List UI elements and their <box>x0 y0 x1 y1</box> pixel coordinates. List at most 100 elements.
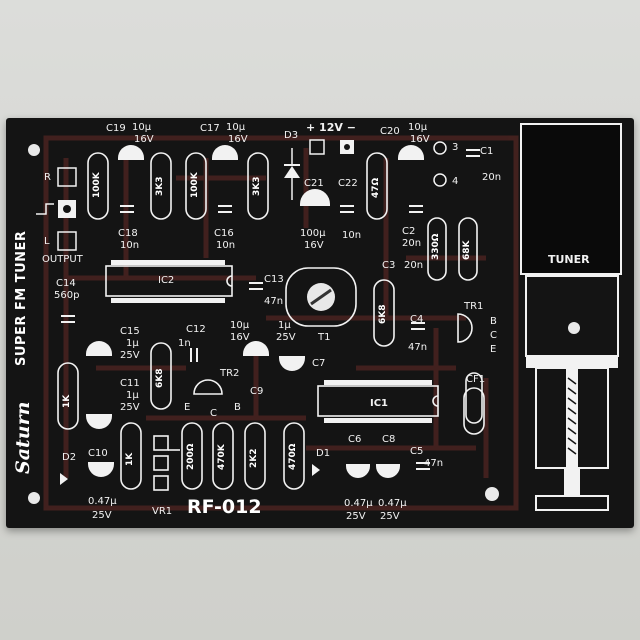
label-c17: C17 <box>200 123 220 134</box>
label-tr1: TR1 <box>464 301 484 312</box>
label-c1: C1 <box>480 146 494 157</box>
pads <box>36 139 447 251</box>
label-r2k2: 2K2 <box>249 448 259 469</box>
ic-outlines <box>105 265 439 417</box>
label-c3-value: 20n <box>404 260 424 271</box>
label-c19: C19 <box>106 123 126 134</box>
label-r68k: 68K <box>462 240 472 261</box>
label-c14-value: 560p <box>54 290 80 301</box>
board-title: SUPER FM TUNER <box>14 230 29 366</box>
label-out-l: L <box>44 236 50 247</box>
label-c11: C11 <box>120 378 140 389</box>
label-c14: C14 <box>56 278 76 289</box>
label-c6-value: 0.47µ <box>344 498 373 509</box>
label-c20: C20 <box>380 126 400 137</box>
leds <box>60 464 320 485</box>
label-c2-value: 20n <box>402 238 422 249</box>
label-tr2-c: C <box>210 408 217 419</box>
brand-logo: Saturn <box>12 401 34 474</box>
label-r200: 200Ω <box>186 443 196 470</box>
label-d1: D1 <box>316 448 331 459</box>
model-number: RF-012 <box>187 496 262 518</box>
label-r6k8-b: 6K8 <box>155 368 165 389</box>
pcb-artwork <box>28 123 622 511</box>
label-c6: C6 <box>348 434 362 445</box>
t1-coil <box>285 267 357 327</box>
label-c7-value: 1µ <box>278 320 291 331</box>
label-c13: C13 <box>264 274 284 285</box>
label-r100k-b: 100K <box>190 172 200 198</box>
label-tr2-e: E <box>184 402 191 413</box>
label-tr2: TR2 <box>220 368 240 379</box>
label-c21: C21 <box>304 178 324 189</box>
label-r1k-b: 1K <box>125 452 135 466</box>
label-c9-value: 10µ <box>230 320 250 331</box>
pcb-board: Saturn SUPER FM TUNER RF-012 C19 10µ 16V… <box>6 118 634 528</box>
label-c10-value: 0.47µ <box>88 496 117 507</box>
label-cf1: CF1 <box>466 374 486 385</box>
label-c15: C15 <box>120 326 140 337</box>
label-c8: C8 <box>382 434 396 445</box>
label-ic2: IC2 <box>158 275 175 286</box>
label-c9: C9 <box>250 386 264 397</box>
diode-d3 <box>284 148 300 200</box>
label-c17-value: 10µ <box>226 122 246 133</box>
ic-pins <box>111 260 432 423</box>
label-c7-rating: 25V <box>276 332 296 343</box>
label-c5-value: 47n <box>424 458 444 469</box>
label-r470: 470Ω <box>288 443 298 470</box>
electrolytic-caps <box>86 145 424 478</box>
label-d3: D3 <box>284 130 299 141</box>
transistors <box>193 313 473 395</box>
label-c18: C18 <box>118 228 138 239</box>
label-c16-value: 10n <box>216 240 236 251</box>
label-r1k-a: 1K <box>62 394 72 408</box>
label-c8-value: 0.47µ <box>378 498 407 509</box>
label-c22-value: 10n <box>342 230 362 241</box>
label-c18-value: 10n <box>120 240 140 251</box>
mount-holes <box>28 144 499 504</box>
label-c6-rating: 25V <box>346 511 366 522</box>
label-c21-rating: 16V <box>304 240 324 251</box>
label-output: OUTPUT <box>42 254 83 265</box>
label-c20-value: 10µ <box>408 122 428 133</box>
tuner-module <box>520 123 622 511</box>
ceramic-caps <box>61 149 480 470</box>
label-c15-value: 1µ <box>126 338 139 349</box>
label-c16: C16 <box>214 228 234 239</box>
label-r3k3-a: 3K3 <box>155 176 165 197</box>
label-tr1-c: C <box>490 330 497 341</box>
label-c20-rating: 16V <box>410 134 430 145</box>
label-c19-value: 10µ <box>132 122 152 133</box>
label-c11-value: 1µ <box>126 390 139 401</box>
label-r6k8-a: 6K8 <box>378 304 388 325</box>
cf1-outline <box>463 387 485 435</box>
label-c4: C4 <box>410 314 424 325</box>
label-d2: D2 <box>62 452 77 463</box>
label-c9-rating: 16V <box>230 332 250 343</box>
label-pin4: 4 <box>452 176 459 187</box>
vr1-outline <box>153 435 180 491</box>
label-r47: 47Ω <box>371 177 381 198</box>
label-pin3: 3 <box>452 142 459 153</box>
label-tr2-b: B <box>234 402 241 413</box>
label-t1: T1 <box>318 332 331 343</box>
label-c5: C5 <box>410 446 424 457</box>
label-c15-rating: 25V <box>120 350 140 361</box>
label-c13-value: 47n <box>264 296 284 307</box>
label-c10-rating: 25V <box>92 510 112 521</box>
label-c12: C12 <box>186 324 206 335</box>
label-tr1-e: E <box>490 344 497 355</box>
label-c7: C7 <box>312 358 326 369</box>
label-c19-rating: 16V <box>134 134 154 145</box>
label-vr1: VR1 <box>152 506 173 517</box>
label-power: + 12V − <box>306 121 356 134</box>
label-c17-rating: 16V <box>228 134 248 145</box>
label-r330: 330Ω <box>431 233 441 260</box>
label-c11-rating: 25V <box>120 402 140 413</box>
label-c2: C2 <box>402 226 416 237</box>
label-r470k: 470K <box>217 444 227 470</box>
label-r100k-a: 100K <box>92 172 102 198</box>
label-tr1-b: B <box>490 316 497 327</box>
